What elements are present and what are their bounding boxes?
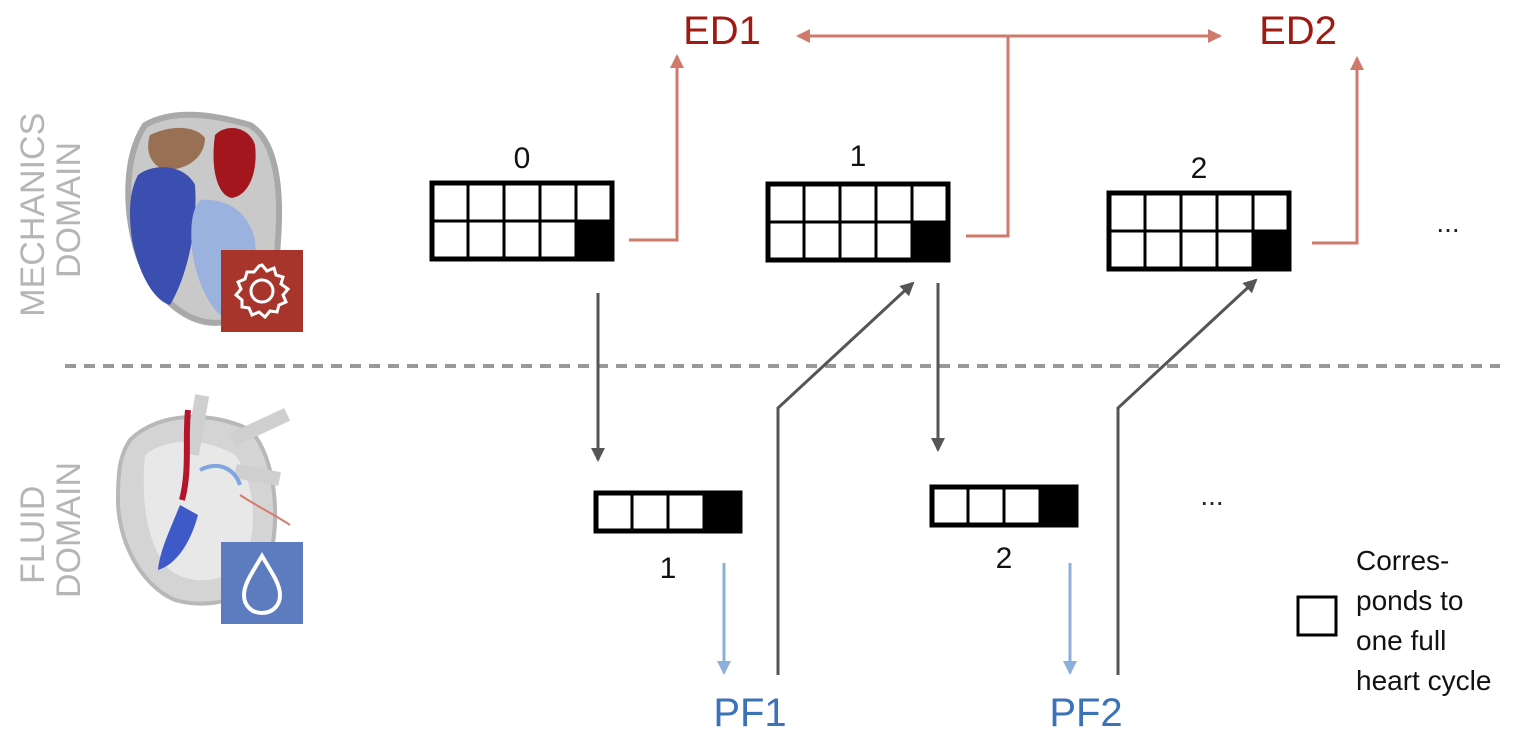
legend-line-3: one full bbox=[1356, 625, 1446, 656]
pf1-label: PF1 bbox=[713, 691, 786, 735]
cycle-cell bbox=[930, 485, 970, 527]
cycle-cell bbox=[430, 219, 470, 261]
block-frame bbox=[929, 484, 1079, 528]
mechanics-domain-line1: MECHANICS bbox=[14, 113, 52, 317]
fluid-domain-line1: FLUID bbox=[14, 486, 52, 584]
pf2-to-mech2-arrow bbox=[1116, 278, 1258, 675]
cycle-cell bbox=[910, 182, 950, 224]
cycle-cell bbox=[538, 181, 578, 223]
mechanics-block-label-0: 0 bbox=[514, 142, 531, 175]
cycle-cell bbox=[466, 219, 506, 261]
cycle-cell bbox=[594, 491, 634, 533]
cycle-cell bbox=[502, 181, 542, 223]
legend-line-1: Corres- bbox=[1356, 545, 1449, 576]
cycle-cell bbox=[874, 182, 914, 224]
mechanics-domain-line2: DOMAIN bbox=[50, 142, 88, 278]
fluid-block-2: 2 bbox=[929, 484, 1079, 575]
cycle-cell bbox=[838, 220, 878, 262]
cycle-cell bbox=[1179, 191, 1219, 233]
cycle-cell bbox=[1215, 191, 1255, 233]
mechanics-block-label-1: 1 bbox=[850, 140, 867, 173]
droplet-icon bbox=[241, 552, 283, 616]
cycle-cell bbox=[666, 491, 706, 533]
cycle-cell bbox=[766, 220, 806, 262]
heart-mesh-image bbox=[125, 111, 283, 326]
cycle-cell bbox=[1179, 229, 1219, 271]
cycle-cell bbox=[1251, 191, 1291, 233]
cycle-cell bbox=[502, 219, 542, 261]
mechanics-block-0: 0 bbox=[429, 142, 615, 262]
gear-icon bbox=[233, 263, 291, 320]
fluid-block-label-1: 1 bbox=[660, 552, 677, 585]
fluid-domain-line2: DOMAIN bbox=[50, 462, 88, 598]
cycle-cell-filled bbox=[574, 219, 614, 261]
legend-cycle-box bbox=[1296, 595, 1338, 637]
cycle-cell bbox=[802, 182, 842, 224]
block1-to-ed-link bbox=[966, 36, 1010, 238]
cycle-cell bbox=[838, 182, 878, 224]
block-frame bbox=[1106, 190, 1292, 272]
cycle-cell bbox=[1107, 229, 1147, 271]
cycle-cell bbox=[1143, 191, 1183, 233]
cycle-cell bbox=[874, 220, 914, 262]
pf2-label: PF2 bbox=[1049, 691, 1122, 735]
legend-line-4: heart cycle bbox=[1356, 665, 1491, 696]
cycle-cell bbox=[430, 181, 470, 223]
block-frame bbox=[593, 490, 743, 534]
fluid-continuation: ... bbox=[1200, 480, 1223, 511]
cycle-cell bbox=[466, 181, 506, 223]
ed2-output-arrow bbox=[1312, 56, 1364, 245]
legend-line-2: ponds to bbox=[1356, 585, 1463, 616]
fluid-block-1: 1 bbox=[593, 490, 743, 585]
cycle-cell bbox=[574, 181, 614, 223]
mechanics-simulation-blocks: 0 1 2 bbox=[429, 140, 1292, 272]
cycle-cell bbox=[766, 182, 806, 224]
cycle-cell bbox=[1143, 229, 1183, 271]
ed1-label: ED1 bbox=[683, 9, 761, 53]
mechanics-domain-label: MECHANICS DOMAIN bbox=[14, 103, 88, 316]
cycle-cell bbox=[1002, 485, 1042, 527]
block-frame bbox=[765, 181, 951, 263]
fluid-domain-label: FLUID DOMAIN bbox=[14, 462, 88, 598]
cycle-cell-filled bbox=[1038, 485, 1078, 527]
pf1-to-mech1-arrow bbox=[776, 281, 915, 675]
block-frame bbox=[429, 180, 615, 262]
cycle-cell bbox=[1215, 229, 1255, 271]
cycle-cell bbox=[1107, 191, 1147, 233]
mechanics-block-label-2: 2 bbox=[1191, 152, 1208, 185]
cycle-cell-filled bbox=[910, 220, 950, 262]
ed1-output-arrow bbox=[629, 54, 684, 242]
fluid-badge bbox=[221, 542, 303, 624]
legend: Corres- ponds to one full heart cycle bbox=[1296, 545, 1491, 696]
cycle-cell bbox=[966, 485, 1006, 527]
cycle-cell bbox=[630, 491, 670, 533]
cycle-cell bbox=[802, 220, 842, 262]
mechanics-block-1: 1 bbox=[765, 140, 951, 263]
cycle-cell bbox=[538, 219, 578, 261]
mechanics-badge bbox=[221, 250, 303, 332]
mechanics-block-2: 2 bbox=[1106, 152, 1292, 272]
cycle-cell-filled bbox=[1251, 229, 1291, 271]
mechanics-continuation: ... bbox=[1436, 207, 1459, 238]
fluid-block-label-2: 2 bbox=[996, 542, 1013, 575]
ed2-label: ED2 bbox=[1259, 9, 1337, 53]
cycle-cell-filled bbox=[702, 491, 742, 533]
